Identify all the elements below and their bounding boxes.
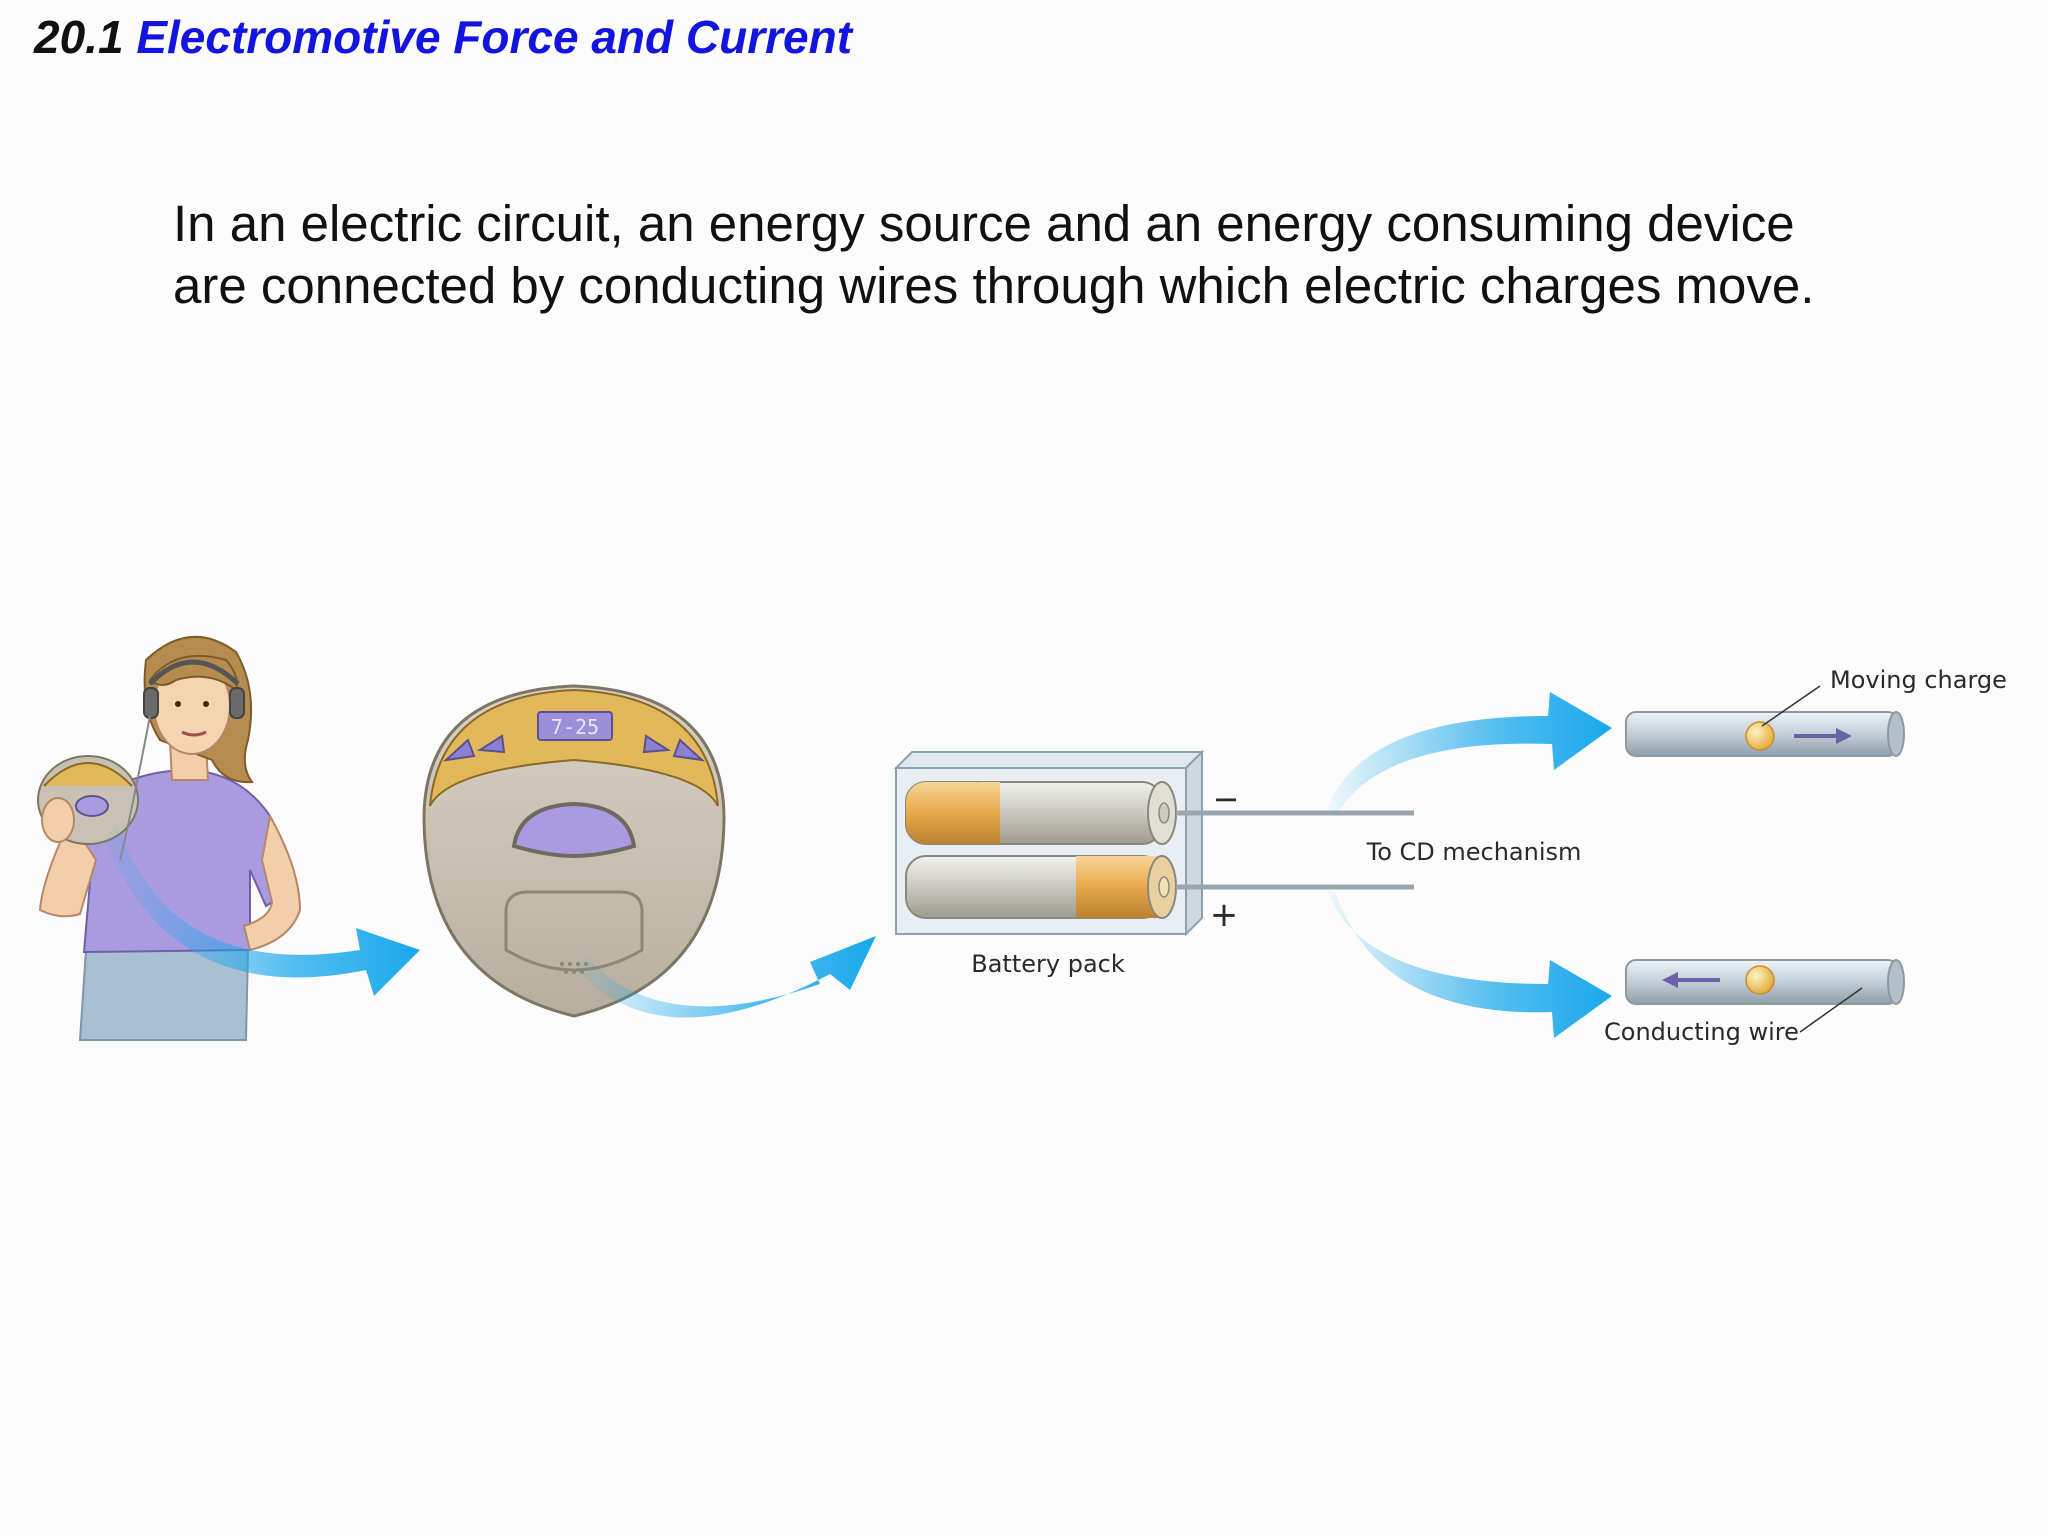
body-line-1: In an electric circuit, an energy source…	[173, 195, 1795, 252]
zoom-arrow-1	[104, 826, 420, 996]
section-title: Electromotive Force and Current	[136, 11, 853, 63]
conducting-wire-label: Conducting wire	[1604, 1018, 1799, 1046]
plus-terminal-label: +	[1210, 895, 1239, 935]
cd-player-illustration: 7-25	[422, 684, 726, 1018]
woman-illustration	[37, 635, 302, 1041]
body-line-2: are connected by conducting wires throug…	[173, 257, 1815, 314]
circuit-figure: 7-25 − + Battery pack To CD mechanism	[37, 635, 2007, 1046]
zoom-arrow-top	[1326, 692, 1612, 816]
minus-terminal-label: −	[1213, 780, 1240, 818]
slide-body: In an electric circuit, an energy source…	[173, 193, 1973, 317]
conducting-wire-top	[1625, 685, 1905, 757]
moving-charge	[1745, 721, 1775, 751]
to-cd-mechanism-label: To CD mechanism	[1366, 838, 1582, 866]
zoom-arrow-bottom	[1326, 888, 1612, 1038]
battery-pack	[893, 749, 1414, 937]
device-display-text: 7-25	[551, 715, 599, 739]
conducting-wire-bottom	[1625, 959, 1905, 1033]
slide-title: 20.1 Electromotive Force and Current	[34, 10, 852, 64]
moving-charge-label: Moving charge	[1830, 666, 2007, 694]
battery-pack-label: Battery pack	[971, 950, 1125, 978]
section-number: 20.1	[34, 11, 124, 63]
moving-charge-reverse	[1745, 965, 1775, 995]
